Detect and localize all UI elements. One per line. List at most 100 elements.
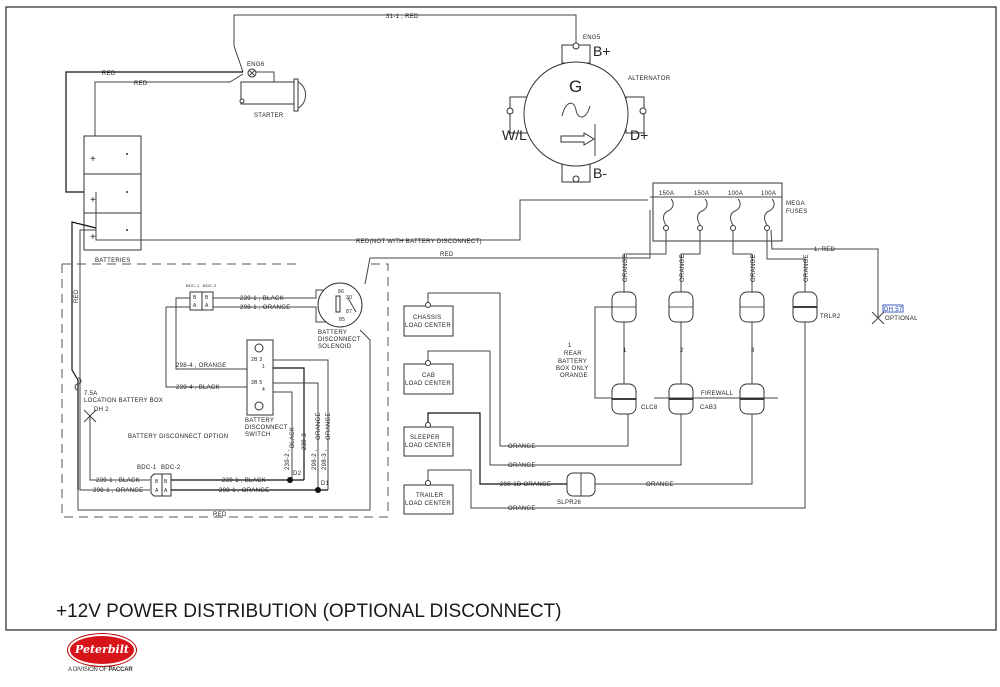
wire-label-orange-v2: ORANGE [680, 254, 686, 282]
svg-text:SLPR26: SLPR26 [557, 500, 582, 506]
svg-text:BDC-1: BDC-1 [186, 283, 200, 288]
logo-subtitle: A DIVISION OF PACCAR [68, 667, 133, 673]
alternator: G ENG5 B+ B- W/L D+ ALTERNATOR [502, 35, 670, 183]
battery-disconnect-switch: 2B 3 1 3B 5 4 BATTERY DISCONNECT SWITCH [245, 339, 288, 438]
svg-text:LOAD CENTER: LOAD CENTER [405, 323, 451, 329]
connector-trlr2 [792, 291, 818, 323]
svg-text:CHASSIS: CHASSIS [413, 315, 441, 321]
svg-text:LOCATION BATTERY BOX: LOCATION BATTERY BOX [84, 398, 163, 404]
wire-label-239-3: 239-3 [302, 433, 308, 450]
wire-red-starter-battery: RED RED [65, 71, 244, 193]
connector-cab3 [668, 383, 694, 415]
wire-label-orange-switch-2: ORANGE [326, 412, 332, 440]
svg-text:DISCONNECT: DISCONNECT [245, 425, 288, 431]
battery-1-plus: + [90, 154, 96, 165]
mega-fuses: 150A 150A 100A 100A MEGA FUSES [650, 182, 808, 242]
node-d2 [287, 477, 293, 483]
mega-fuses-label-2: FUSES [786, 209, 808, 215]
svg-text:TRAILER: TRAILER [416, 493, 444, 499]
svg-text:DH 2: DH 2 [94, 407, 109, 413]
svg-text:3B 5: 3B 5 [251, 380, 263, 386]
disconnect-option-label: BATTERY DISCONNECT OPTION [128, 434, 228, 440]
wire-label-orange-v3: ORANGE [751, 254, 757, 282]
peterbilt-logo: Peterbilt A DIVISION OF PACCAR [68, 634, 178, 678]
svg-text:A: A [164, 488, 168, 494]
fuse-terminal-3 [730, 225, 736, 231]
svg-text:A: A [193, 303, 197, 309]
wire-label-orange-trailer: ORANGE [508, 506, 536, 512]
svg-text:BATTERY: BATTERY [245, 418, 274, 424]
wire-label-239-2: 239-2 , [285, 449, 291, 470]
fuse-element-4 [764, 198, 775, 226]
wire-red-bottom [77, 329, 371, 511]
fuse-rating-4: 100A [761, 191, 776, 197]
svg-text:BATTERY: BATTERY [558, 359, 587, 365]
svg-text:CAB: CAB [422, 373, 435, 379]
svg-text:85: 85 [339, 317, 345, 323]
svg-text:1: 1 [568, 343, 572, 349]
wire-label-red-2: RED [134, 81, 148, 87]
wire-label-298-1d: 298-1D ORANGE [500, 482, 551, 488]
svg-text:BDC-2: BDC-2 [203, 283, 217, 288]
wire-label-298-1-orange-br: 298-1 , ORANGE [219, 488, 270, 494]
svg-text:LOAD CENTER: LOAD CENTER [405, 501, 451, 507]
svg-text:SOLENOID: SOLENOID [318, 344, 352, 350]
battery-3-plus: + [90, 232, 96, 243]
wire-label-239-4-black: 239-4 , BLACK [176, 385, 220, 391]
brand-oval: Peterbilt [68, 634, 136, 666]
circuit-number-1: 1 [623, 348, 627, 354]
fuse-rating-3: 100A [728, 191, 743, 197]
svg-text:SLEEPER: SLEEPER [410, 435, 440, 441]
wire-label-red-not-disconnect: RED(NOT WITH BATTERY DISCONNECT) [356, 239, 482, 245]
fuse-terminal-4 [764, 225, 770, 231]
alternator-g-symbol: G [569, 77, 582, 96]
wire-label-orange-sleeper: ORANGE [646, 482, 674, 488]
node-d1 [315, 487, 321, 493]
fuse-element-2 [697, 198, 708, 226]
alternator-b-plus: B+ [593, 43, 611, 59]
fuse-terminal-1 [663, 225, 669, 231]
connector-lower-3 [739, 383, 765, 415]
load-center-sleeper: SLEEPER LOAD CENTER [403, 422, 454, 457]
wire-label-orange-v1: ORANGE [623, 254, 629, 282]
page-border [5, 6, 997, 631]
splice-dh2: DH 2 [83, 407, 109, 423]
wire-label-orange-v4: ORANGE [804, 254, 810, 282]
wire-31-1-red: 31-1 , RED [233, 14, 577, 73]
starter-terminal-label: ENG6 [247, 62, 265, 68]
circuit-number-3: 3 [751, 348, 755, 354]
wire-label-red-bottom: RED [213, 512, 227, 518]
starter: ENG6 STARTER [239, 62, 306, 119]
wire-label-red-3: RED [440, 252, 454, 258]
svg-text:BATTERY: BATTERY [318, 330, 347, 336]
svg-text:4: 4 [262, 387, 265, 393]
mega-fuses-label-1: MEGA [786, 201, 805, 207]
bdc-connector-bottom: B A B A BDC-1 BDC-2 [137, 465, 181, 497]
disconnect-option-boundary [61, 263, 389, 518]
svg-text:SWITCH: SWITCH [245, 432, 270, 438]
wire-label-298-4-orange: 298-4 , ORANGE [176, 363, 227, 369]
svg-text:DISCONNECT: DISCONNECT [318, 337, 361, 343]
svg-text:B: B [155, 479, 159, 485]
alternator-b-minus: B- [593, 165, 607, 181]
wire-red-not-with-disconnect [95, 192, 648, 241]
connector-slpr26: SLPR26 [557, 472, 596, 506]
wire-label-orange-switch-1: ORANGE [316, 412, 322, 440]
wire-sleeper-orange [427, 412, 567, 485]
wire-label-298-3: 298-3 , [322, 449, 328, 470]
wire-label-orange-cab: ORANGE [508, 463, 536, 469]
wire-label-31-1: 31-1 , RED [386, 14, 419, 20]
starter-label: STARTER [254, 113, 284, 119]
svg-text:B: B [164, 479, 168, 485]
svg-text:1: 1 [262, 364, 265, 370]
wire-label-298-1-orange-top: 298-1 , ORANGE [240, 305, 291, 311]
batteries: + + + BATTERIES [83, 135, 142, 264]
wire-red-battery-fuse [71, 221, 97, 490]
node-d1-label: D1 [321, 481, 330, 487]
clc8-label: CLC8 [641, 405, 658, 411]
svg-text:A: A [205, 303, 209, 309]
wire-label-red-vertical: RED [74, 289, 80, 303]
alternator-d-plus: D+ [630, 127, 648, 143]
trlr2-label: TRLR2 [820, 314, 841, 320]
